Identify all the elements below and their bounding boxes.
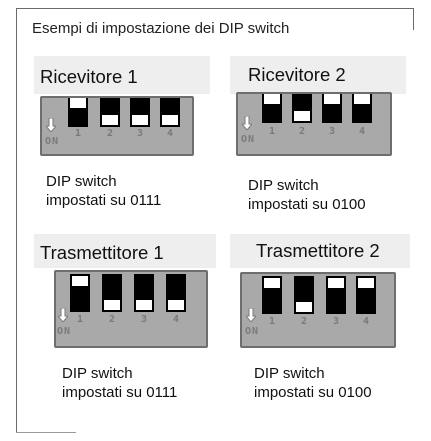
arrow-down-icon xyxy=(46,118,56,132)
dip-switch-1 xyxy=(70,274,90,312)
caption-line-1: DIP switch xyxy=(248,177,319,194)
on-label: ON xyxy=(245,326,260,337)
panel-header-bg xyxy=(230,56,406,94)
arrow-down-icon xyxy=(242,116,252,130)
switch-number-3: 3 xyxy=(136,128,144,139)
caption-line-1: DIP switch xyxy=(62,365,133,382)
switch-number-2: 2 xyxy=(106,128,114,139)
switch-number-1: 1 xyxy=(74,128,82,139)
panel-header-bg xyxy=(34,56,210,94)
frame-border-bottom xyxy=(16,432,76,433)
frame-border-right xyxy=(413,8,414,30)
dip-switch-4 xyxy=(352,94,372,123)
switch-number-1: 1 xyxy=(268,126,276,137)
dip-switch-3 xyxy=(322,94,342,123)
panel-header-bg xyxy=(230,234,410,268)
switch-number-2: 2 xyxy=(298,126,306,137)
dip-switch-1 xyxy=(68,98,88,127)
switch-number-1: 1 xyxy=(268,316,276,327)
dip-switch-2 xyxy=(292,94,312,123)
caption-line-2: impostati su 0111 xyxy=(62,384,178,401)
caption-line-2: impostati su 0111 xyxy=(46,192,162,209)
dip-switch-3 xyxy=(130,98,150,127)
switch-number-3: 3 xyxy=(140,314,148,325)
dip-switch-1 xyxy=(262,276,282,314)
dip-switch-block: 1 2 3 4 ON xyxy=(54,270,208,348)
caption-line-1: DIP switch xyxy=(254,365,325,382)
dip-switch-4 xyxy=(160,98,180,127)
dip-switch-block: 1 2 3 4 ON xyxy=(236,92,392,156)
switch-number-3: 3 xyxy=(328,126,336,137)
panel-caption: DIP switch impostati su 0111 xyxy=(62,364,232,402)
dip-switch-1 xyxy=(262,94,282,123)
panel-caption: DIP switch impostati su 0100 xyxy=(248,176,418,214)
dip-switch-2 xyxy=(294,276,314,314)
panel-caption: DIP switch impostati su 0100 xyxy=(254,364,424,402)
arrow-down-icon xyxy=(58,308,68,322)
frame-border-left xyxy=(16,8,17,433)
panel-caption: DIP switch impostati su 0111 xyxy=(46,172,216,210)
panel-title: Trasmettitore 2 xyxy=(256,240,380,261)
dip-switch-2 xyxy=(102,274,122,312)
on-label: ON xyxy=(241,134,256,145)
on-label: ON xyxy=(45,136,60,147)
on-label: ON xyxy=(57,326,72,337)
switch-number-2: 2 xyxy=(300,316,308,327)
switch-number-4: 4 xyxy=(362,316,370,327)
panel-title: Trasmettitore 1 xyxy=(40,242,164,263)
dip-switch-4 xyxy=(166,274,186,312)
switch-number-4: 4 xyxy=(358,126,366,137)
arrow-down-icon xyxy=(246,308,256,322)
switch-number-4: 4 xyxy=(172,314,180,325)
switch-number-3: 3 xyxy=(332,316,340,327)
caption-line-2: impostati su 0100 xyxy=(248,196,366,213)
caption-line-2: impostati su 0100 xyxy=(254,384,372,401)
dip-switch-2 xyxy=(100,98,120,127)
diagram-title: Esempi di impostazione dei DIP switch xyxy=(32,20,290,37)
dip-switch-4 xyxy=(356,276,376,314)
panel-header-bg xyxy=(34,234,216,268)
dip-switch-block: 1 2 3 4 ON xyxy=(240,272,396,348)
switch-number-2: 2 xyxy=(108,314,116,325)
caption-line-1: DIP switch xyxy=(46,173,117,190)
dip-switch-3 xyxy=(134,274,154,312)
frame-border-top xyxy=(16,8,414,9)
panel-title: Ricevitore 1 xyxy=(40,66,138,87)
switch-number-4: 4 xyxy=(166,128,174,139)
switch-number-1: 1 xyxy=(76,314,84,325)
dip-switch-3 xyxy=(326,276,346,314)
panel-title: Ricevitore 2 xyxy=(248,64,346,85)
dip-switch-block: 1 2 3 4 ON xyxy=(40,96,194,156)
